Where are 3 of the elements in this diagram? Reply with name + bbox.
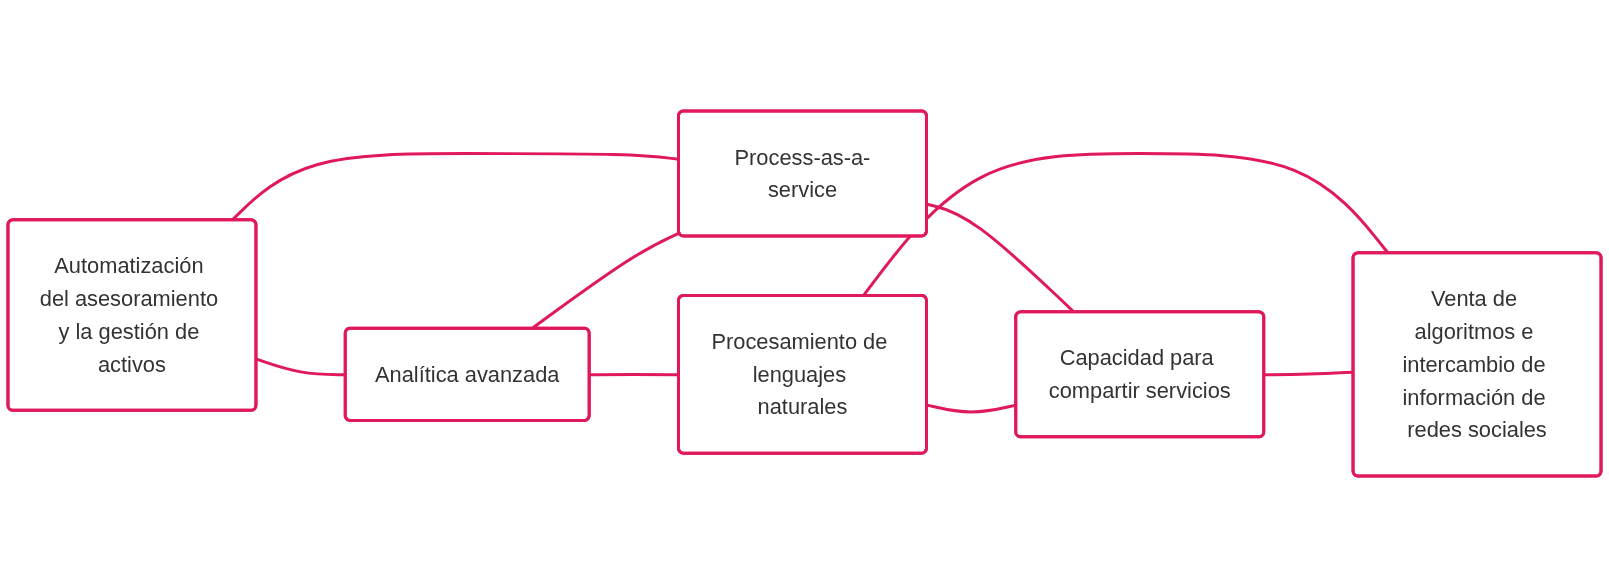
connector: [255, 357, 346, 376]
connector: [589, 372, 679, 376]
connector: [1264, 370, 1354, 376]
